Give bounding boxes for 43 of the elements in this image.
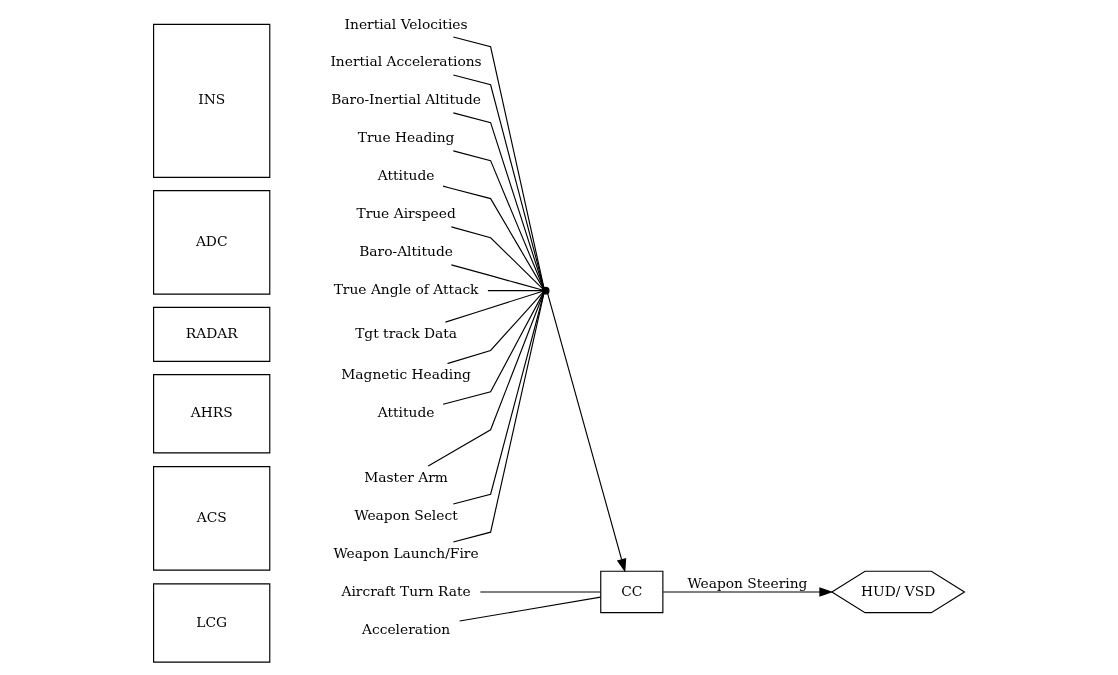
node-text: Weapon Launch/Fire: [333, 544, 479, 561]
node-text: Weapon Select: [354, 506, 458, 523]
connector: [444, 290, 543, 323]
node-text: Magnetic Heading: [341, 366, 471, 383]
node-text: True Angle of Attack: [333, 281, 479, 298]
connector: [452, 112, 545, 289]
connector: [442, 292, 544, 405]
node-text: Attitude: [377, 404, 435, 421]
node-circle: [541, 286, 550, 295]
arrow: [547, 293, 627, 573]
node-text: Acceleration: [362, 620, 451, 637]
node-box: INS: [153, 23, 271, 178]
connector: [442, 185, 544, 289]
node-box: ACS: [153, 466, 271, 571]
connector: [446, 292, 544, 365]
node-box: LCG: [153, 583, 271, 663]
connector: [450, 264, 543, 291]
node-text: Master Arm: [364, 468, 448, 485]
connector: [452, 150, 544, 289]
arrow: [662, 587, 834, 597]
connector: [450, 226, 544, 290]
node-text: True Airspeed: [356, 205, 456, 222]
node-box: ADC: [153, 190, 271, 295]
connector: [452, 36, 545, 289]
node-text: Baro-Altitude: [359, 243, 453, 260]
connector: [427, 292, 544, 467]
edge-label: Weapon Steering: [687, 575, 808, 592]
connector: [479, 591, 601, 593]
node-text: Aircraft Turn Rate: [341, 582, 471, 599]
connector: [487, 290, 543, 292]
connector: [452, 74, 545, 289]
connector: [452, 293, 545, 543]
connector: [452, 292, 545, 505]
node-text: Inertial Accelerations: [330, 53, 482, 70]
node-text: True Heading: [357, 129, 455, 146]
node-box: CC: [600, 570, 664, 614]
node-text: Baro-Inertial Altitude: [331, 91, 481, 108]
node-text: Tgt track Data: [355, 324, 458, 341]
node-text: Inertial Velocities: [344, 15, 468, 32]
connector: [459, 596, 602, 622]
node-box: RADAR: [153, 306, 271, 362]
node-box: AHRS: [153, 374, 271, 454]
node-text: Attitude: [377, 167, 435, 184]
